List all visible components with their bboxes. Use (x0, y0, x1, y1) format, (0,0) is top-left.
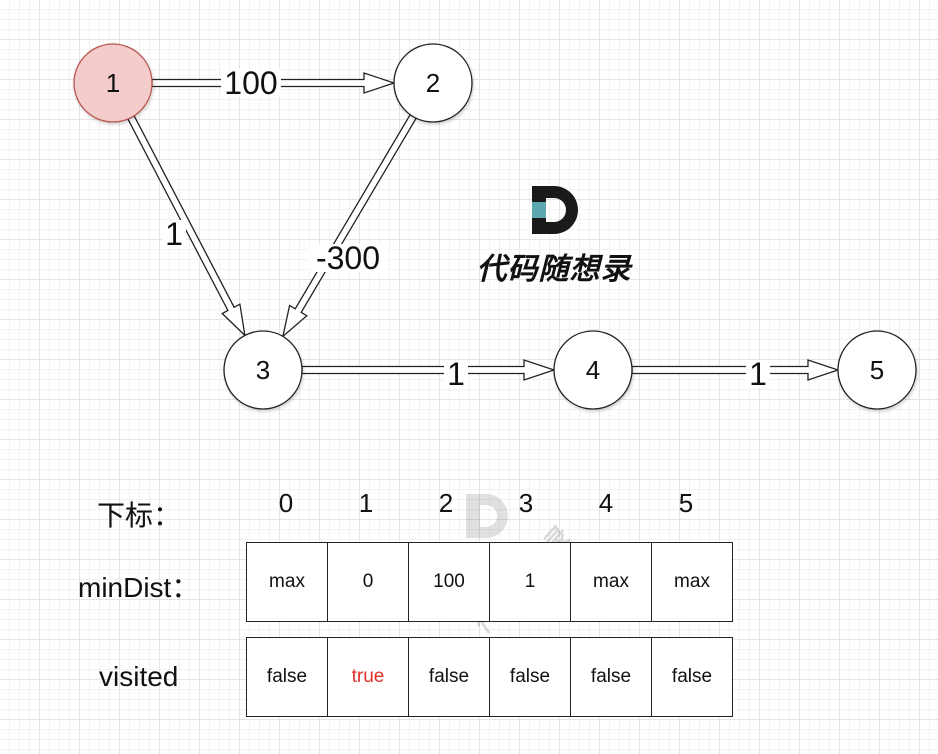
graph-node-5: 5 (837, 330, 917, 410)
mindist-cell-1: 0 (327, 542, 409, 622)
graph-node-1: 1 (73, 43, 153, 123)
index-cell-5: 5 (678, 488, 694, 518)
visited-cell-5: false (651, 637, 733, 717)
node-label: 3 (256, 355, 270, 385)
visited-cell-3: false (489, 637, 571, 717)
edge-weight-label: 1 (749, 356, 767, 392)
visited-cell-4: false (570, 637, 652, 717)
edge-weight-label: 100 (224, 65, 277, 101)
node-circle (393, 43, 473, 123)
node-circle (553, 330, 633, 410)
index-cell-0: 0 (278, 488, 294, 518)
edge-1-2: 100 (151, 65, 397, 101)
edge-weight-label: 1 (447, 356, 465, 392)
index-row-label: 下标： (97, 500, 182, 531)
edge-2-3: -300 (281, 113, 417, 339)
edge-label-background (309, 244, 387, 272)
logo-text: 代码随想录 (476, 252, 632, 287)
edge-3-4: 1 (301, 356, 557, 392)
graph-diagram: 100 1 -300 1 1 1 2 3 4 5 (73, 43, 917, 410)
mindist-cell-4: max (570, 542, 652, 622)
node-circle (223, 330, 303, 410)
mindist-cell-2: 100 (408, 542, 490, 622)
node-circle (73, 43, 153, 123)
index-cell-2: 2 (438, 488, 454, 518)
mindist-cell-5: max (651, 542, 733, 622)
mindist-cell-0: max (246, 542, 328, 622)
index-cell-3: 3 (518, 488, 534, 518)
index-cell-1: 1 (358, 488, 374, 518)
edge-weight-label: -300 (316, 240, 380, 276)
visited-row-label: visited (99, 661, 179, 692)
edge-label-background (162, 220, 186, 248)
node-label: 4 (586, 355, 600, 385)
visited-cell-0: false (246, 637, 328, 717)
graph-node-2: 2 (393, 43, 473, 123)
edge-label-background (746, 360, 770, 388)
node-label: 5 (870, 355, 884, 385)
edge-label-background (444, 360, 468, 388)
edge-weight-label: 1 (165, 216, 183, 252)
edge-label-background (221, 69, 281, 97)
graph-node-4: 4 (553, 330, 633, 410)
logo-d-mark (532, 186, 578, 234)
edge-4-5: 1 (631, 356, 841, 392)
visited-cell-1: true (327, 637, 409, 717)
node-label: 2 (426, 68, 440, 98)
index-cell-4: 4 (598, 488, 614, 518)
visited-cell-2: false (408, 637, 490, 717)
site-logo: 代码随想录 (466, 186, 642, 287)
node-circle (837, 330, 917, 410)
graph-node-3: 3 (223, 330, 303, 410)
edge-1-3: 1 (127, 115, 246, 338)
mindist-cell-3: 1 (489, 542, 571, 622)
mindist-row-label: minDist： (78, 572, 200, 603)
node-label: 1 (106, 68, 120, 98)
